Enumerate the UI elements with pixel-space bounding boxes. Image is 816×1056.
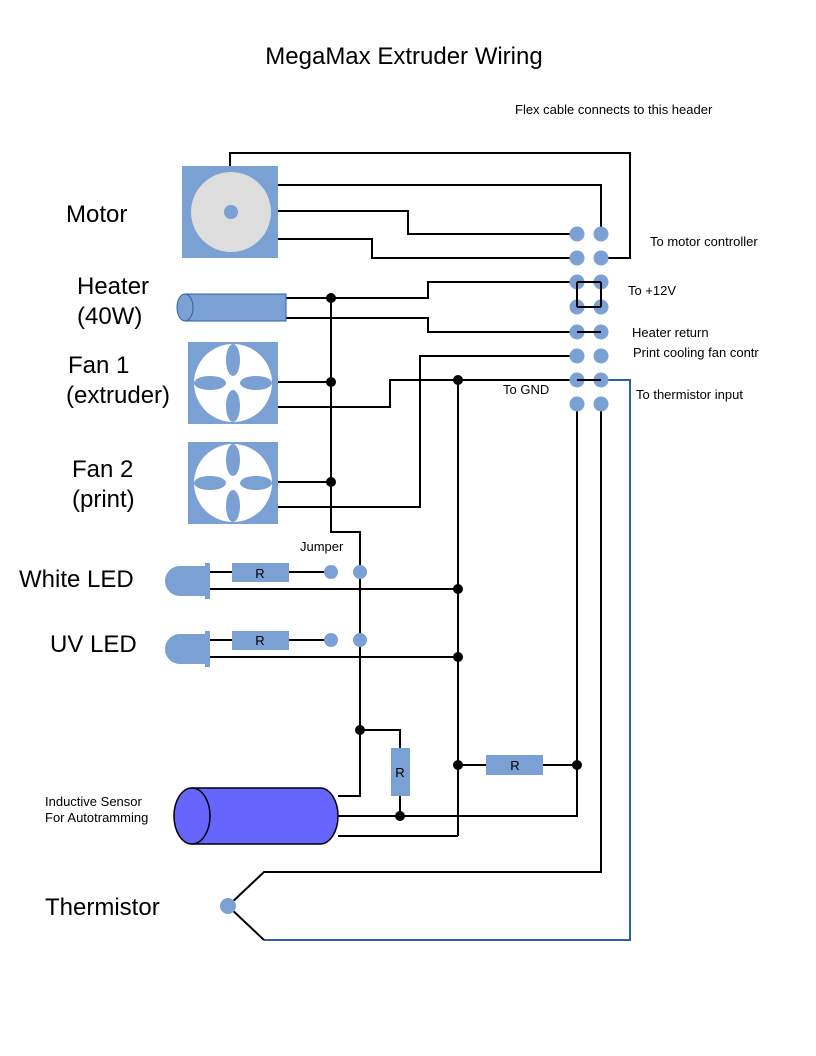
fan1-component <box>188 342 278 424</box>
motor-component <box>182 166 278 258</box>
heater-label-1: Heater <box>77 273 149 300</box>
uv-led-resistor <box>232 631 289 650</box>
header-pin <box>593 396 609 412</box>
heater-component <box>176 293 287 322</box>
sensor-body <box>191 787 339 845</box>
thermistor-wire-2 <box>227 905 265 941</box>
junction-dot <box>453 375 463 385</box>
print-fan-label: Print cooling fan contr <box>633 345 759 360</box>
inductive-sensor-component <box>173 787 339 845</box>
motor-shaft <box>224 205 238 219</box>
sensor-signal-wire <box>338 408 578 817</box>
jumper-pin-1 <box>324 565 338 579</box>
junction-dot <box>453 584 463 594</box>
header-pin <box>593 348 609 364</box>
uv-led-label: UV LED <box>50 631 137 658</box>
fan2-component <box>188 442 278 524</box>
heater-body <box>184 293 287 322</box>
jumper-pin-2 <box>353 565 367 579</box>
junction-dot <box>453 652 463 662</box>
pullup-resistor: R <box>391 748 410 796</box>
junction-dot <box>355 725 365 735</box>
fan2-label-2: (print) <box>72 486 135 513</box>
junction-dot <box>326 477 336 487</box>
junction-dot <box>572 760 582 770</box>
sensor-label-2: For Autotramming <box>45 810 148 825</box>
plus12v-bus <box>330 298 401 748</box>
white-led-label: White LED <box>19 566 134 593</box>
junction-dot <box>326 377 336 387</box>
fan1-label-2: (extruder) <box>66 382 170 409</box>
fan2-label-1: Fan 2 <box>72 456 133 483</box>
white-led-resistor-label: R <box>255 566 264 581</box>
plus12v-label: To +12V <box>628 283 676 298</box>
motor-wire-4 <box>278 238 577 259</box>
header-note: Flex cable connects to this header <box>515 102 713 117</box>
thermistor-bead <box>220 898 236 914</box>
motor-wire-1 <box>229 152 631 259</box>
uv-jumper-pin-1 <box>324 633 338 647</box>
uv-led-resistor-label: R <box>255 633 264 648</box>
white-led-rim <box>205 563 210 599</box>
motor-wire-2 <box>278 184 602 234</box>
therm-resistor-label: R <box>510 758 519 773</box>
thermistor-label: Thermistor <box>45 894 160 921</box>
heater-plus-wire <box>286 281 577 299</box>
gnd-label: To GND <box>503 382 549 397</box>
sensor-plus-wire <box>338 730 361 797</box>
fan2-face <box>194 444 272 522</box>
header-pin <box>569 396 585 412</box>
junction-dot <box>326 293 336 303</box>
white-led-resistor <box>232 563 289 582</box>
diagram-title: MegaMax Extruder Wiring <box>265 43 542 70</box>
header-pin <box>569 250 585 266</box>
thermistor-wire-1 <box>227 408 602 907</box>
thermistor-input-wire <box>264 379 631 941</box>
motor-controller-label: To motor controller <box>650 234 758 249</box>
sensor-face <box>173 787 211 845</box>
header-pin <box>593 226 609 242</box>
junction-dot <box>395 811 405 821</box>
fan1-label-1: Fan 1 <box>68 352 129 379</box>
uv-led-body <box>165 634 205 664</box>
jumper-label: Jumper <box>300 539 344 554</box>
heater-label-2: (40W) <box>77 303 142 330</box>
thermistor-input-label: To thermistor input <box>636 387 743 402</box>
junction-dot <box>453 760 463 770</box>
wires <box>207 152 631 907</box>
white-led-body <box>165 566 205 596</box>
pullup-resistor-label: R <box>395 765 404 780</box>
sensor-label-1: Inductive Sensor <box>45 794 143 809</box>
fan2-control-wire <box>278 355 577 508</box>
motor-wire-3 <box>278 210 577 235</box>
header-pin <box>569 226 585 242</box>
therm-resistor: R <box>486 755 543 775</box>
uv-led-rim <box>205 631 210 667</box>
uv-jumper-pin-2 <box>353 633 367 647</box>
heater-return-label: Heater return <box>632 325 709 340</box>
header-connector <box>569 226 609 412</box>
heater-return-wire <box>286 317 577 333</box>
heater-end <box>176 293 194 322</box>
motor-label: Motor <box>66 201 127 228</box>
uv-led-component: R <box>165 631 367 667</box>
fan1-face <box>194 344 272 422</box>
white-led-component: R <box>165 563 367 599</box>
fan1-gnd-wire <box>278 379 577 408</box>
header-bridges <box>576 281 602 381</box>
header-pin <box>569 348 585 364</box>
header-pin <box>593 250 609 266</box>
junctions <box>326 293 582 821</box>
